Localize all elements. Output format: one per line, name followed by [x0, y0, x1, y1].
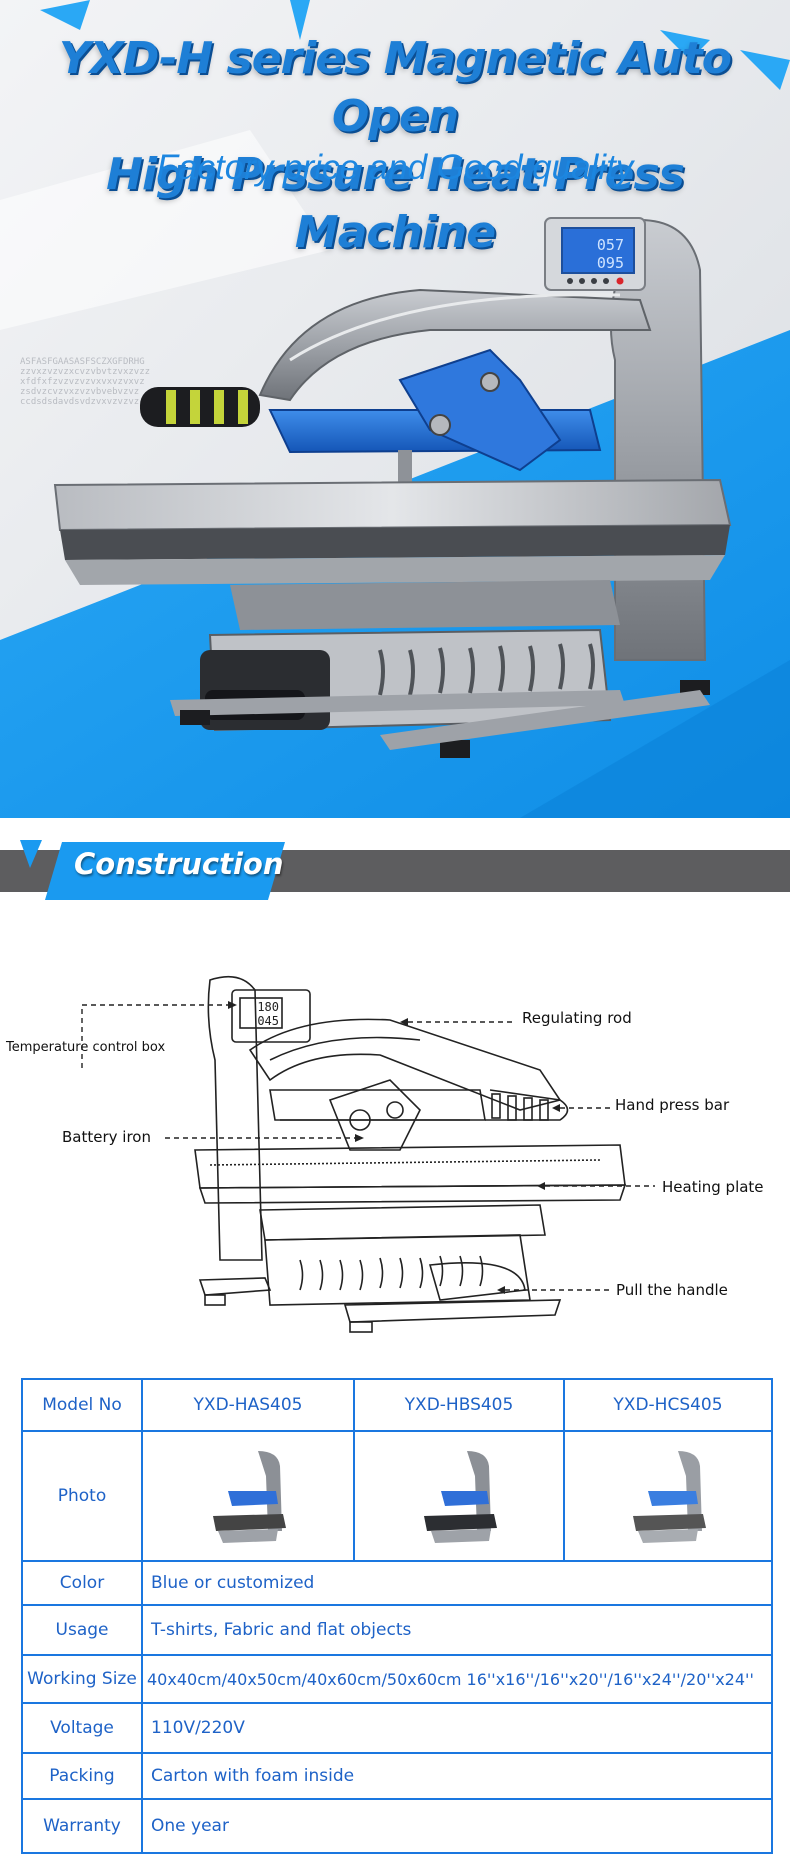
svg-text:zsdvzcvzvxzvzvbvebvzvz: zsdvzcvzvxzvzvbvebvzvz: [20, 387, 139, 397]
diagram-display-top: 180: [257, 1000, 279, 1014]
model-cell-1: YXD-HAS405: [141, 1378, 355, 1432]
label-battery-iron: Battery iron: [62, 1128, 151, 1146]
table-row: Usage T-shirts, Fabric and flat objects: [21, 1604, 773, 1656]
color-value: Blue or customized: [141, 1560, 773, 1606]
row-label-working-size: Working Size: [21, 1654, 143, 1704]
table-row: Working Size 40x40cm/40x50cm/40x60cm/50x…: [21, 1654, 773, 1704]
table-row: Photo: [21, 1430, 773, 1562]
packing-value: Carton with foam inside: [141, 1752, 773, 1800]
row-label-packing: Packing: [21, 1752, 143, 1800]
control-display-top: 057: [597, 236, 624, 254]
hero-title-line2: High Prssure Heat Press Machine: [106, 149, 685, 258]
table-row: Warranty One year: [21, 1798, 773, 1854]
spec-table: Model No YXD-HAS405 YXD-HBS405 YXD-HCS40…: [21, 1378, 773, 1854]
label-temperature-control-box: Temperature control box: [6, 1040, 166, 1055]
working-size-value: 40x40cm/40x50cm/40x60cm/50x60cm 16''x16'…: [141, 1654, 773, 1704]
svg-text:zzvxzvzvzxcvzvbvtzvxzvzz: zzvxzvzvzxcvzvbvtzvxzvzz: [20, 367, 150, 377]
svg-text:ASFASFGAASASFSCZXGFDRHG: ASFASFGAASASFSCZXGFDRHG: [20, 357, 145, 367]
photo-cell-3: [563, 1430, 773, 1562]
diagram-display-bottom: 045: [257, 1014, 279, 1028]
table-row: Packing Carton with foam inside: [21, 1752, 773, 1800]
hero-subtitle: Factory price and Good quality: [0, 148, 790, 188]
product-thumbnail: [213, 1451, 286, 1543]
table-row: Color Blue or customized: [21, 1560, 773, 1606]
svg-text:ccdsdsdavdsvdzvxvzvzvz: ccdsdsdavdsvdzvxvzvzvz: [20, 397, 139, 407]
hero-subtitle-text: Factory price and Good quality: [156, 148, 634, 187]
heat-press-machine-image: 057 095: [53, 217, 732, 758]
row-label-photo: Photo: [21, 1430, 143, 1562]
row-label-voltage: Voltage: [21, 1702, 143, 1754]
control-display-bottom: 095: [597, 254, 624, 272]
label-hand-press-bar: Hand press bar: [615, 1096, 730, 1114]
label-regulating-rod: Regulating rod: [522, 1009, 632, 1027]
usage-value: T-shirts, Fabric and flat objects: [141, 1604, 773, 1656]
product-thumbnail: [424, 1451, 497, 1543]
warranty-value: One year: [141, 1798, 773, 1854]
product-thumbnail: [633, 1451, 706, 1543]
row-label-usage: Usage: [21, 1604, 143, 1656]
row-label-warranty: Warranty: [21, 1798, 143, 1854]
hero-banner: ASFASFGAASASFSCZXGFDRHG zzvxzvzvzxcvzvbv…: [0, 0, 790, 818]
model-cell-2: YXD-HBS405: [353, 1378, 565, 1432]
construction-header-bar: [0, 840, 790, 900]
voltage-value: 110V/220V: [141, 1702, 773, 1754]
row-label-color: Color: [21, 1560, 143, 1606]
row-label-model: Model No: [21, 1378, 143, 1432]
table-row: Voltage 110V/220V: [21, 1702, 773, 1754]
construction-title: Construction: [74, 847, 284, 881]
photo-cell-1: [141, 1430, 355, 1562]
hero-title: YXD-H series Magnetic Auto Open High Prs…: [0, 30, 790, 262]
svg-text:xfdfxfzvzvzvzvxvxvzvxvz: xfdfxfzvzvzvzvxvxvzvxvz: [20, 377, 145, 387]
press-handle: [140, 387, 260, 427]
label-heating-plate: Heating plate: [662, 1178, 764, 1196]
construction-diagram: 180 045: [81, 975, 655, 1333]
model-cell-3: YXD-HCS405: [563, 1378, 773, 1432]
hero-title-line1: YXD-H series Magnetic Auto Open: [59, 33, 732, 142]
photo-cell-2: [353, 1430, 565, 1562]
table-row: Model No YXD-HAS405 YXD-HBS405 YXD-HCS40…: [21, 1378, 773, 1432]
label-pull-handle: Pull the handle: [616, 1281, 728, 1299]
control-box: 057 095: [544, 217, 646, 291]
